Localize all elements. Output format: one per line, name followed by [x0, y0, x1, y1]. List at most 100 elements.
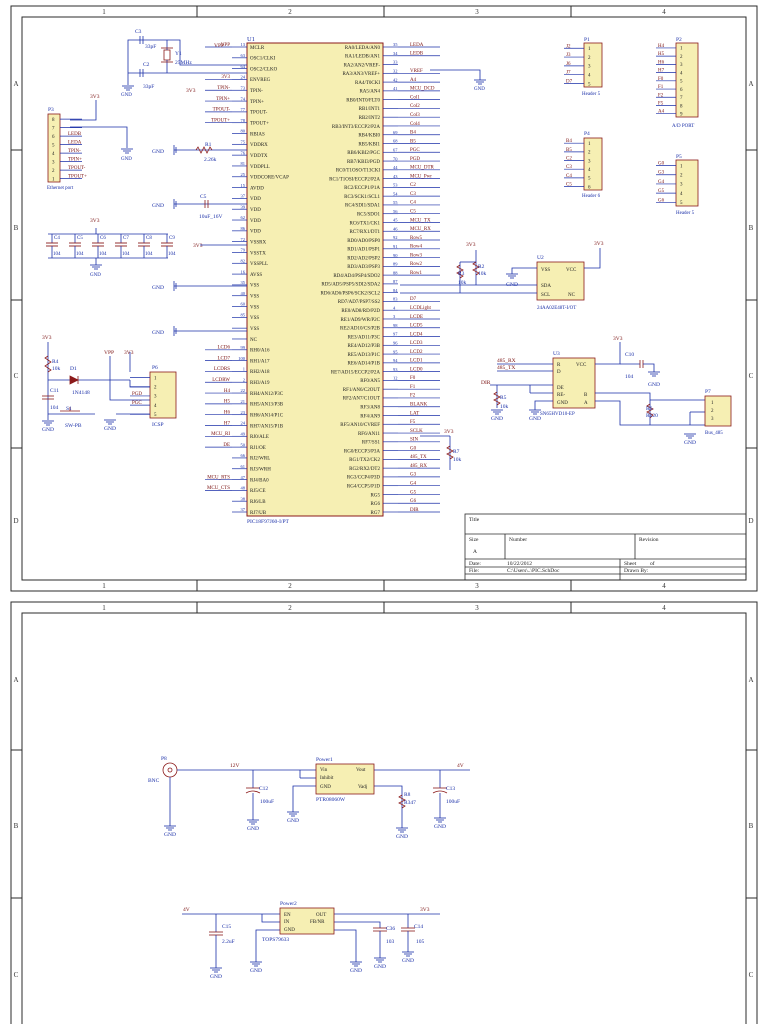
- header-pin-number: 6: [588, 185, 591, 190]
- gnd-label: GND: [374, 964, 386, 970]
- u1-pin-name: VDD: [250, 230, 261, 235]
- u1-pin-name: RH1/A17: [250, 359, 270, 364]
- eeprom-u2[interactable]: U2 24AA02E48T-I/OT VSS VCC SDA SCL NC: [536, 255, 585, 311]
- power2-pin-en: EN: [284, 913, 291, 918]
- net-label: SIN: [410, 438, 418, 443]
- u1-pin-number: 82: [241, 258, 246, 263]
- u1-pin-name: RA5/AN4: [359, 90, 380, 95]
- top-frame-labels: 1 2 3 4 1 2 3 4 A B C D A B C D: [13, 8, 753, 590]
- p7-ref: P7: [705, 389, 711, 395]
- net-label: A4: [658, 110, 665, 115]
- u1-pin-name: RF1/AN6/C2OUT: [343, 388, 380, 393]
- net-label: 485_RX: [410, 464, 427, 469]
- reset-labels: 3V3 R4 10k D1 1N4148 C11 104 S1 SW-PB VP…: [42, 335, 134, 433]
- u1-pin-name: RE0/AD8/RD/P2D: [341, 309, 380, 314]
- u1-mcu[interactable]: U1 PIC18F97J60-I/PT MCLR13VPPOSC1/CLKI63…: [205, 36, 440, 525]
- u1-pin-number: 62: [241, 215, 246, 220]
- header-pin-number: 5: [680, 201, 683, 206]
- gnd-label: GND: [474, 87, 485, 92]
- p6-label: ICSP: [152, 422, 164, 428]
- p3-wiring: [70, 100, 133, 154]
- header-pin-number: 5: [154, 413, 157, 418]
- u1-pin-number: 47: [241, 475, 246, 480]
- u1-pin-name: AVDD: [250, 186, 264, 191]
- u1-pin-number: 61: [241, 464, 246, 469]
- u3-pin-r: R: [557, 363, 561, 368]
- gnd-label: GND: [396, 834, 408, 840]
- u1-pin-name: VDDRX: [250, 143, 268, 148]
- u1-pin-number: 74: [241, 96, 246, 101]
- net-label: F5: [410, 420, 416, 425]
- u1-power-nets: VPP 3V3 3V3: [186, 43, 224, 249]
- u1-pin-name: TPIN-: [250, 89, 263, 94]
- ethernet-port-p3[interactable]: P3 Ethernet port 876LEDB5LEDA4TPIN-3TPIN…: [47, 107, 87, 191]
- u1-pin-name: RB3/INT3/ECCP2/P2A: [332, 125, 380, 130]
- header-pin-number: 4: [588, 168, 591, 173]
- net-label: Col2: [410, 104, 420, 109]
- row-label: D: [748, 517, 753, 525]
- net-label: G5: [658, 189, 665, 194]
- v4-net: 4V: [457, 763, 464, 769]
- u1-pin-name: RH3/A19: [250, 381, 270, 386]
- power1-ref: Power1: [316, 757, 333, 763]
- header-pin-number: 4: [588, 73, 591, 78]
- u1-pin-number: 85: [241, 313, 246, 318]
- rs485-u3[interactable]: U3 SN65HVD10-EP R D DE RE- GND VCC B A: [540, 351, 596, 417]
- net-label: TPIN-: [217, 86, 230, 91]
- u1-pin-name: RG2/RX2/DT2: [349, 467, 380, 472]
- u1-pin-number: 54: [393, 191, 398, 196]
- header-pin-number: 1: [588, 142, 591, 147]
- c12-value: 100uF: [260, 799, 274, 805]
- net-label: TPIN+: [216, 97, 230, 102]
- header-pin-number: 1: [154, 376, 157, 381]
- net-label: MCU_RTS: [207, 475, 230, 480]
- col-label: 1: [102, 582, 106, 590]
- u1-pin-number: 37: [241, 507, 246, 512]
- s1-ref: S1: [66, 406, 72, 412]
- u1-pin-name: RJ7/UB: [250, 511, 267, 516]
- v4-net: 4V: [183, 907, 190, 913]
- bus485-p7[interactable]: P7 Bus_485 1 2 3: [704, 389, 732, 436]
- net-label: Col4: [410, 122, 420, 127]
- gnd-label: GND: [434, 824, 446, 830]
- net-label: C3: [410, 192, 416, 197]
- top-sheet-frame: [10, 5, 758, 592]
- net-label: D7: [566, 79, 573, 84]
- u2-pin-sda: SDA: [541, 284, 551, 289]
- net-label: G6: [658, 198, 665, 203]
- power1-module[interactable]: Power1 PTR08060W Vin Inhibit GND Vout Va…: [315, 757, 375, 803]
- power1-stage: [162, 762, 470, 833]
- u2-pin-nc: NC: [568, 293, 576, 298]
- u1-pin-name: RB7/KBI3/PGD: [347, 160, 380, 165]
- u1-pin-number: 87: [393, 279, 398, 284]
- power2-pin-in: IN: [284, 920, 290, 925]
- net-label: LCD4: [410, 332, 423, 337]
- u1-pin-name: VSS: [250, 305, 259, 310]
- u1-pin-number: 86: [241, 226, 246, 231]
- c15-ref: C15: [222, 924, 231, 930]
- net-label: G3: [410, 473, 417, 478]
- row-label: C: [14, 372, 19, 380]
- bottom-frame-labels: 1 2 3 4 A B C A B C: [13, 604, 753, 979]
- u1-pin-name: VDDPLL: [250, 165, 270, 170]
- u1-pin-name: ENVREG: [250, 78, 271, 83]
- net-label: LEDA: [410, 43, 424, 48]
- power1-pin-vout: Vout: [356, 768, 366, 773]
- c11-ref: C11: [50, 388, 59, 394]
- u1-pin-number: 77: [241, 107, 246, 112]
- v12-net: 12V: [230, 763, 240, 769]
- u1-pin-name: RC3/SCK1/SCL1: [344, 195, 380, 200]
- p1-ref: P1: [584, 37, 590, 43]
- c2-value: 33pF: [143, 84, 154, 90]
- header-pin-number: 1: [680, 164, 683, 169]
- power2-module[interactable]: Power2 TOPS79633 EN IN GND OUT FB/NR: [262, 901, 335, 943]
- net-label: B5: [410, 139, 416, 144]
